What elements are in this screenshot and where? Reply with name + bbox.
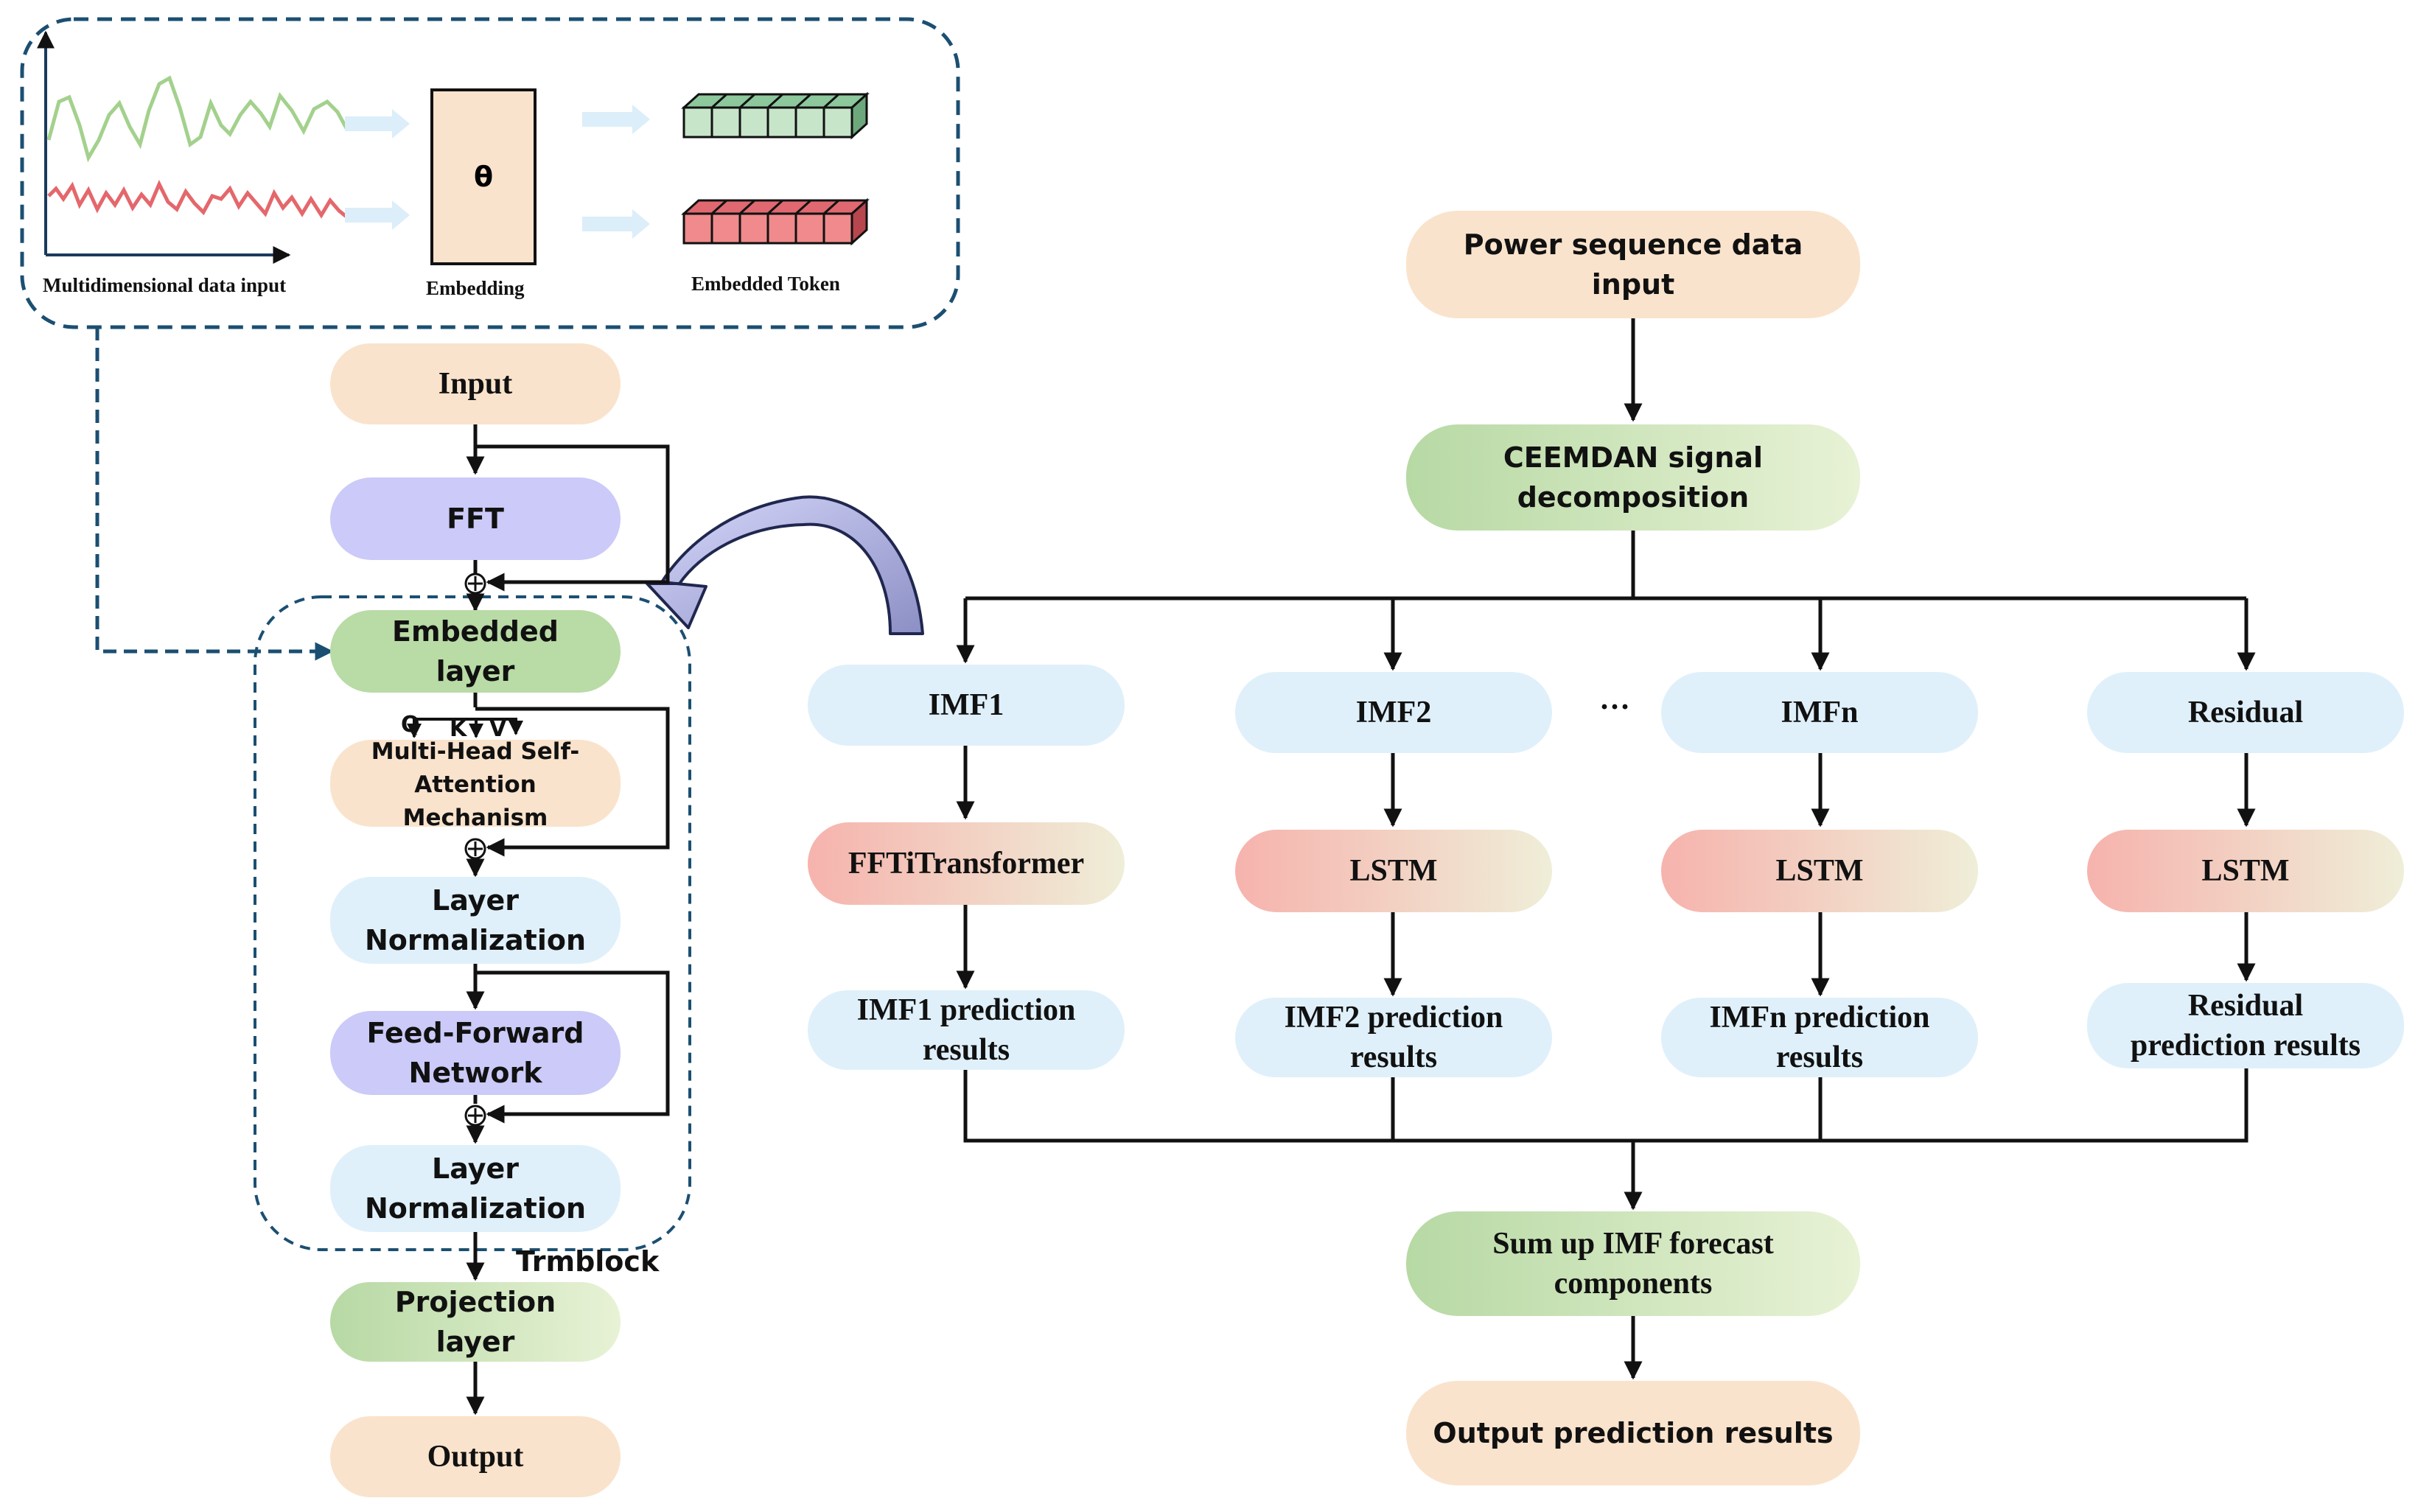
input-node: Input [330, 343, 621, 424]
right-flow-connectors [956, 318, 2256, 1380]
panel-to-embedding-link [95, 327, 334, 661]
residual-component-node: Residual [2087, 672, 2404, 753]
multidimensional-input-caption: Multidimensional data input [43, 274, 287, 296]
layer-normalization-2-node: Layer Normalization [330, 1145, 621, 1232]
multi-head-attention-node: Multi-Head Self- Attention Mechanism [330, 738, 621, 831]
embedded-token-caption: Embedded Token [691, 273, 840, 295]
mini-chart-axes [37, 30, 291, 264]
layer-normalization-1-node: Layer Normalization [330, 877, 621, 964]
residual-prediction-results-node: Residual prediction results [2087, 983, 2404, 1068]
lstm-imfn-model-node: LSTM [1661, 830, 1978, 912]
imf2-component-node: IMF2 [1235, 672, 1552, 753]
embedding-caption: Embedding [426, 277, 525, 299]
fft-node: FFT [330, 477, 621, 560]
model-detail-curve-arrow [646, 495, 924, 635]
qkv-arrows [407, 718, 523, 738]
theta-symbol: θ [473, 161, 494, 193]
v-label: V [489, 716, 507, 742]
add-nodes [464, 573, 486, 1127]
output-prediction-results-node: Output prediction results [1406, 1381, 1860, 1485]
feed-forward-network-node: Feed-Forward Network [330, 1011, 621, 1095]
output-node: Output [330, 1416, 621, 1497]
lstm-residual-model-node: LSTM [2087, 830, 2404, 912]
fftitransformer-model-node: FFTiTransformer [808, 822, 1125, 905]
trmblock-label: Trmblock [516, 1245, 660, 1278]
red-token-strip [681, 197, 870, 246]
embedding-panel-frame [20, 17, 960, 329]
imfn-component-node: IMFn [1661, 672, 1978, 753]
imf1-component-node: IMF1 [808, 665, 1125, 746]
left-flow-connectors [466, 424, 670, 1415]
k-label: K [450, 716, 467, 742]
green-signal-line [46, 75, 349, 163]
ceemdan-decomposition-node: CEEMDAN signal decomposition [1406, 424, 1860, 531]
ellipsis-separator: ··· [1599, 690, 1631, 724]
panel-arrows [345, 105, 650, 239]
red-signal-line [47, 180, 348, 219]
embedding-block [430, 88, 537, 265]
imfn-prediction-results-node: IMFn prediction results [1661, 998, 1978, 1077]
projection-layer-node: Projection layer [330, 1282, 621, 1362]
sum-up-imf-components-node: Sum up IMF forecast components [1406, 1211, 1860, 1316]
q-label: Q [401, 712, 420, 738]
embedded-layer-node: Embedded layer [330, 610, 621, 693]
lstm-imf2-model-node: LSTM [1235, 830, 1552, 912]
power-sequence-input-node: Power sequence data input [1406, 211, 1860, 318]
green-token-strip [681, 91, 870, 140]
imf1-prediction-results-node: IMF1 prediction results [808, 990, 1125, 1070]
imf2-prediction-results-node: IMF2 prediction results [1235, 998, 1552, 1077]
